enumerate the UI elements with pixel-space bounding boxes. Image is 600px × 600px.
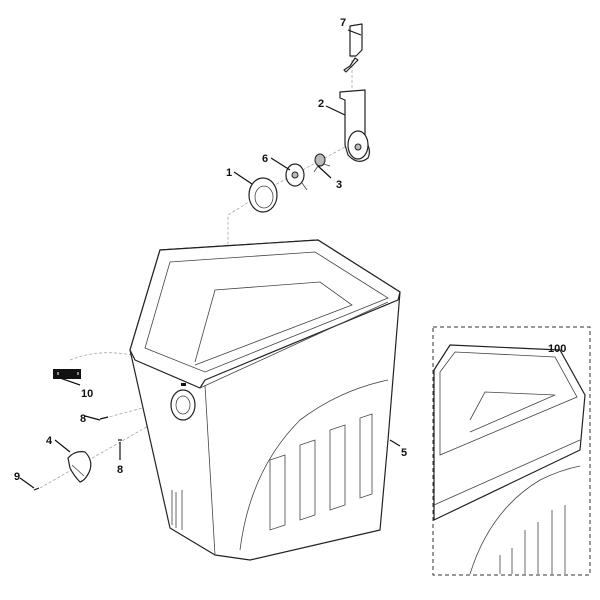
part-3-spring[interactable] (313, 153, 331, 173)
leader-lines (19, 29, 566, 489)
label-10: 10 (81, 388, 93, 400)
part-2-bracket[interactable] (339, 89, 371, 162)
part-1-ring[interactable] (248, 177, 278, 213)
label-1: 1 (226, 167, 232, 179)
label-4: 4 (46, 435, 53, 447)
label-8: 8 (80, 413, 86, 425)
part-6-hub[interactable] (285, 163, 308, 191)
part-7-latch[interactable] (343, 23, 363, 73)
part-4-cap[interactable] (67, 451, 92, 483)
label-7: 7 (340, 17, 346, 29)
label-6: 6 (262, 153, 268, 165)
part-8-screw[interactable] (99, 416, 109, 420)
part-9-screw[interactable] (33, 487, 40, 491)
label-5: 5 (401, 447, 407, 459)
inset-part-100[interactable]: 100 (432, 326, 591, 576)
label-100: 100 (548, 343, 566, 355)
label-2: 2 (318, 98, 324, 110)
part-5-container[interactable] (129, 239, 401, 561)
label-9: 9 (14, 471, 20, 483)
part-10-decal[interactable] (53, 369, 81, 379)
label-8-second: 8 (117, 464, 123, 476)
label-3: 3 (336, 179, 342, 191)
